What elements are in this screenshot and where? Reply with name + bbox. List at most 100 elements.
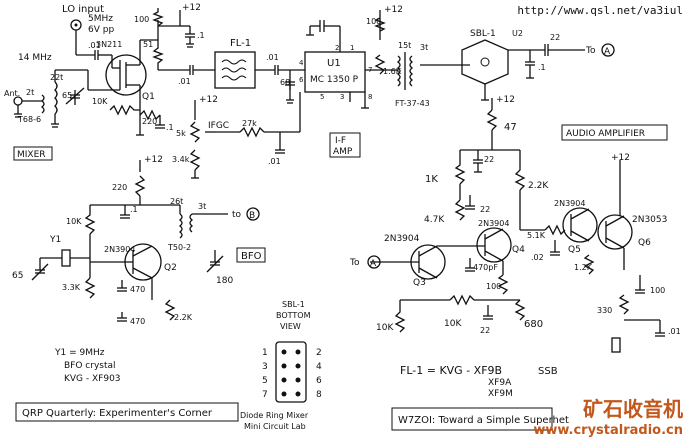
mixer-r220: 220 (142, 117, 157, 126)
y1-note: Y1 = 9MHz (54, 348, 105, 358)
if-amp-label-box (329, 132, 361, 158)
sbl1-bottom-view: SBL-1 BOTTOM VIEW 1 3 5 7 2 4 6 8 Diode … (240, 300, 322, 431)
ant-connector (13, 96, 23, 106)
svg-text:680: 680 (524, 319, 543, 330)
svg-text:5: 5 (320, 93, 324, 101)
svg-text:10K: 10K (376, 323, 394, 333)
footer-left: QRP Quarterly: Experimenter's Corner (22, 408, 213, 419)
svg-text:SSB: SSB (538, 366, 558, 377)
q1-mosfet-symbol (105, 54, 147, 96)
if-transformer-secondary (409, 55, 414, 87)
svg-text:Q5: Q5 (568, 245, 581, 255)
svg-text:180: 180 (216, 276, 233, 286)
svg-text:220: 220 (112, 183, 127, 192)
svg-text:SBL-1: SBL-1 (470, 29, 496, 39)
svg-text:22: 22 (550, 33, 560, 42)
svg-text:470: 470 (130, 317, 145, 326)
svg-text:XF9A: XF9A (488, 378, 512, 388)
svg-text:.01: .01 (268, 157, 281, 166)
mixer-c01-lo: .01 (88, 41, 101, 50)
filter-notes: FL-1 = KVG - XF9B SSB XF9A XF9M (400, 364, 558, 399)
svg-text:100: 100 (366, 17, 381, 26)
svg-text:2.2K: 2.2K (528, 181, 549, 191)
svg-text:27k: 27k (242, 119, 257, 128)
mixer-c01-out: .01 (178, 77, 191, 86)
svg-text:KVG - XF903: KVG - XF903 (64, 374, 121, 384)
fl1-label: FL-1 (230, 38, 251, 49)
q1-type: 3N211 (96, 40, 122, 49)
svg-text:BFO crystal: BFO crystal (64, 361, 116, 371)
svg-text:330: 330 (597, 306, 612, 315)
svg-text:470: 470 (130, 285, 145, 294)
u1-part: MC 1350 P (310, 75, 359, 85)
svg-text:A: A (370, 259, 377, 269)
svg-text:1: 1 (350, 44, 354, 52)
if-amp-section: 68 U1 MC 1350 P 4 6 2 1 5 3 7 8 +12 100 … (172, 5, 430, 179)
r51-label: 51 (143, 40, 153, 49)
svg-text:To: To (349, 258, 360, 268)
svg-text:7: 7 (262, 390, 268, 400)
svg-text:8: 8 (316, 390, 322, 400)
footer-right-box (391, 407, 553, 431)
lo-vpp: 6V pp (88, 25, 114, 35)
svg-text:6: 6 (299, 76, 304, 84)
node-a-out (601, 43, 615, 57)
svg-text:22: 22 (480, 205, 490, 214)
sbl1-package-outline (275, 341, 307, 403)
svg-text:3t: 3t (420, 43, 428, 52)
svg-text:1.2K: 1.2K (574, 263, 593, 272)
svg-text:4: 4 (316, 362, 322, 372)
mixer-section: LO input 5MHz 6V pp .01 3N211 Q1 51 100 … (4, 3, 215, 161)
svg-text:XF9M: XF9M (488, 389, 513, 399)
q5-transistor (562, 207, 598, 243)
fl1-equivalence: FL-1 = KVG - XF9B (400, 364, 502, 377)
svg-text:3t: 3t (198, 202, 206, 211)
svg-text:100: 100 (486, 282, 501, 291)
svg-text:.02: .02 (531, 253, 544, 262)
svg-text:2N3904: 2N3904 (384, 234, 420, 244)
svg-text:3: 3 (340, 93, 344, 101)
rf-freq-label: 14 MHz (18, 53, 52, 63)
r100-label: 100 (134, 15, 149, 24)
ant-turns: 2t (26, 88, 34, 97)
svg-text:+12: +12 (611, 153, 630, 163)
node-b-out (246, 207, 260, 221)
svg-text:3: 3 (262, 362, 268, 372)
svg-text:1: 1 (262, 348, 268, 358)
lo-input-label: LO input (62, 4, 104, 15)
svg-text:26t: 26t (170, 197, 183, 206)
svg-text:2N3904: 2N3904 (104, 245, 135, 254)
u1-label: U1 (327, 58, 341, 69)
svg-text:AMP: AMP (333, 147, 353, 157)
svg-text:8: 8 (368, 93, 372, 101)
svg-text:2: 2 (335, 44, 339, 52)
svg-text:5.1K: 5.1K (527, 231, 546, 240)
q4-transistor (476, 227, 512, 263)
svg-text:Q2: Q2 (164, 263, 177, 273)
audio-amp-section: AUDIO AMPLIFIER +12 47 22 1K 4.7K 22 2.2… (349, 95, 681, 353)
fl1-box (214, 51, 256, 89)
svg-text:4.7K: 4.7K (424, 215, 445, 225)
svg-text:A: A (604, 47, 611, 57)
fl1-c01: .01 (266, 53, 279, 62)
crystal-filter-fl1: FL-1 .01 (214, 38, 279, 89)
svg-text:6: 6 (316, 376, 322, 386)
lo-level: 5MHz (88, 14, 113, 24)
sbl1-mixer-block: SBL-1 U2 22 To A .1 (420, 29, 615, 101)
svg-text:Q6: Q6 (638, 238, 651, 248)
svg-text:to: to (232, 210, 242, 220)
svg-text:470pF: 470pF (473, 263, 498, 272)
mixer-label-box (13, 146, 53, 161)
audio-amp-title-box (561, 124, 668, 141)
svg-text:2N3904: 2N3904 (554, 199, 585, 208)
svg-text:2N3053: 2N3053 (632, 215, 667, 225)
input-coil (54, 81, 58, 115)
svg-text:3.4k: 3.4k (172, 155, 190, 164)
svg-text:22: 22 (480, 326, 490, 335)
watermark-cn: 矿石收音机 (583, 397, 683, 421)
svg-text:SBL-1: SBL-1 (282, 300, 305, 309)
svg-text:.1: .1 (130, 205, 138, 214)
r51-resistor (152, 40, 164, 70)
svg-text:5k: 5k (176, 129, 186, 138)
svg-text:10K: 10K (444, 319, 462, 329)
